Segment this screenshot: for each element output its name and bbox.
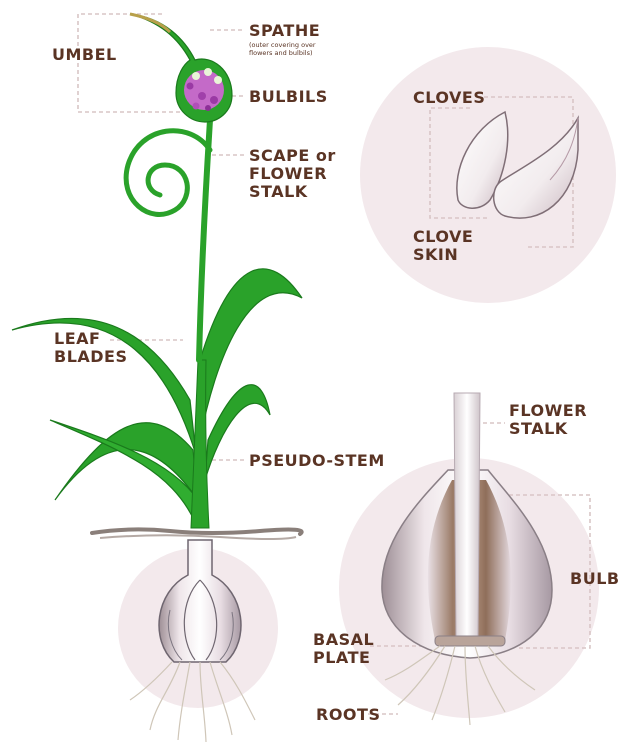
flower-stalk-cut bbox=[454, 393, 480, 640]
label-bulb: BULB bbox=[570, 570, 619, 588]
label-scape: SCAPE or FLOWER STALK bbox=[249, 147, 336, 201]
label-flower-stalk: FLOWER STALK bbox=[509, 402, 587, 438]
leaf-blades bbox=[12, 269, 302, 520]
label-cloves: CLOVES bbox=[413, 89, 485, 107]
label-spathe-note: (outer covering over flowers and bulbils… bbox=[249, 42, 331, 57]
label-flower-stalk-line-2: STALK bbox=[509, 420, 587, 438]
label-basal-plate-line-1: BASAL bbox=[313, 631, 374, 649]
label-scape-line-2: FLOWER bbox=[249, 165, 336, 183]
label-leaf-blades-line-2: BLADES bbox=[54, 348, 128, 366]
label-roots: ROOTS bbox=[316, 706, 380, 724]
label-clove-skin-line-2: SKIN bbox=[413, 246, 473, 264]
spathe bbox=[130, 14, 232, 122]
label-basal-plate-line-2: PLATE bbox=[313, 649, 374, 667]
label-scape-line-1: SCAPE or bbox=[249, 147, 336, 165]
scape bbox=[199, 120, 210, 360]
label-clove-skin: CLOVE SKIN bbox=[413, 228, 473, 264]
label-scape-line-3: STALK bbox=[249, 183, 336, 201]
label-flower-stalk-line-1: FLOWER bbox=[509, 402, 587, 420]
label-bulbils: BULBILS bbox=[249, 88, 328, 106]
label-leaf-blades: LEAF BLADES bbox=[54, 330, 128, 366]
scape-curl bbox=[126, 131, 210, 215]
basal-plate bbox=[435, 636, 505, 646]
label-pseudo-stem: PSEUDO-STEM bbox=[249, 452, 385, 470]
label-leaf-blades-line-1: LEAF bbox=[54, 330, 128, 348]
label-umbel: UMBEL bbox=[52, 46, 117, 64]
label-basal-plate: BASAL PLATE bbox=[313, 631, 374, 667]
soil-line bbox=[92, 529, 302, 534]
label-spathe: SPATHE bbox=[249, 22, 320, 40]
label-clove-skin-line-1: CLOVE bbox=[413, 228, 473, 246]
